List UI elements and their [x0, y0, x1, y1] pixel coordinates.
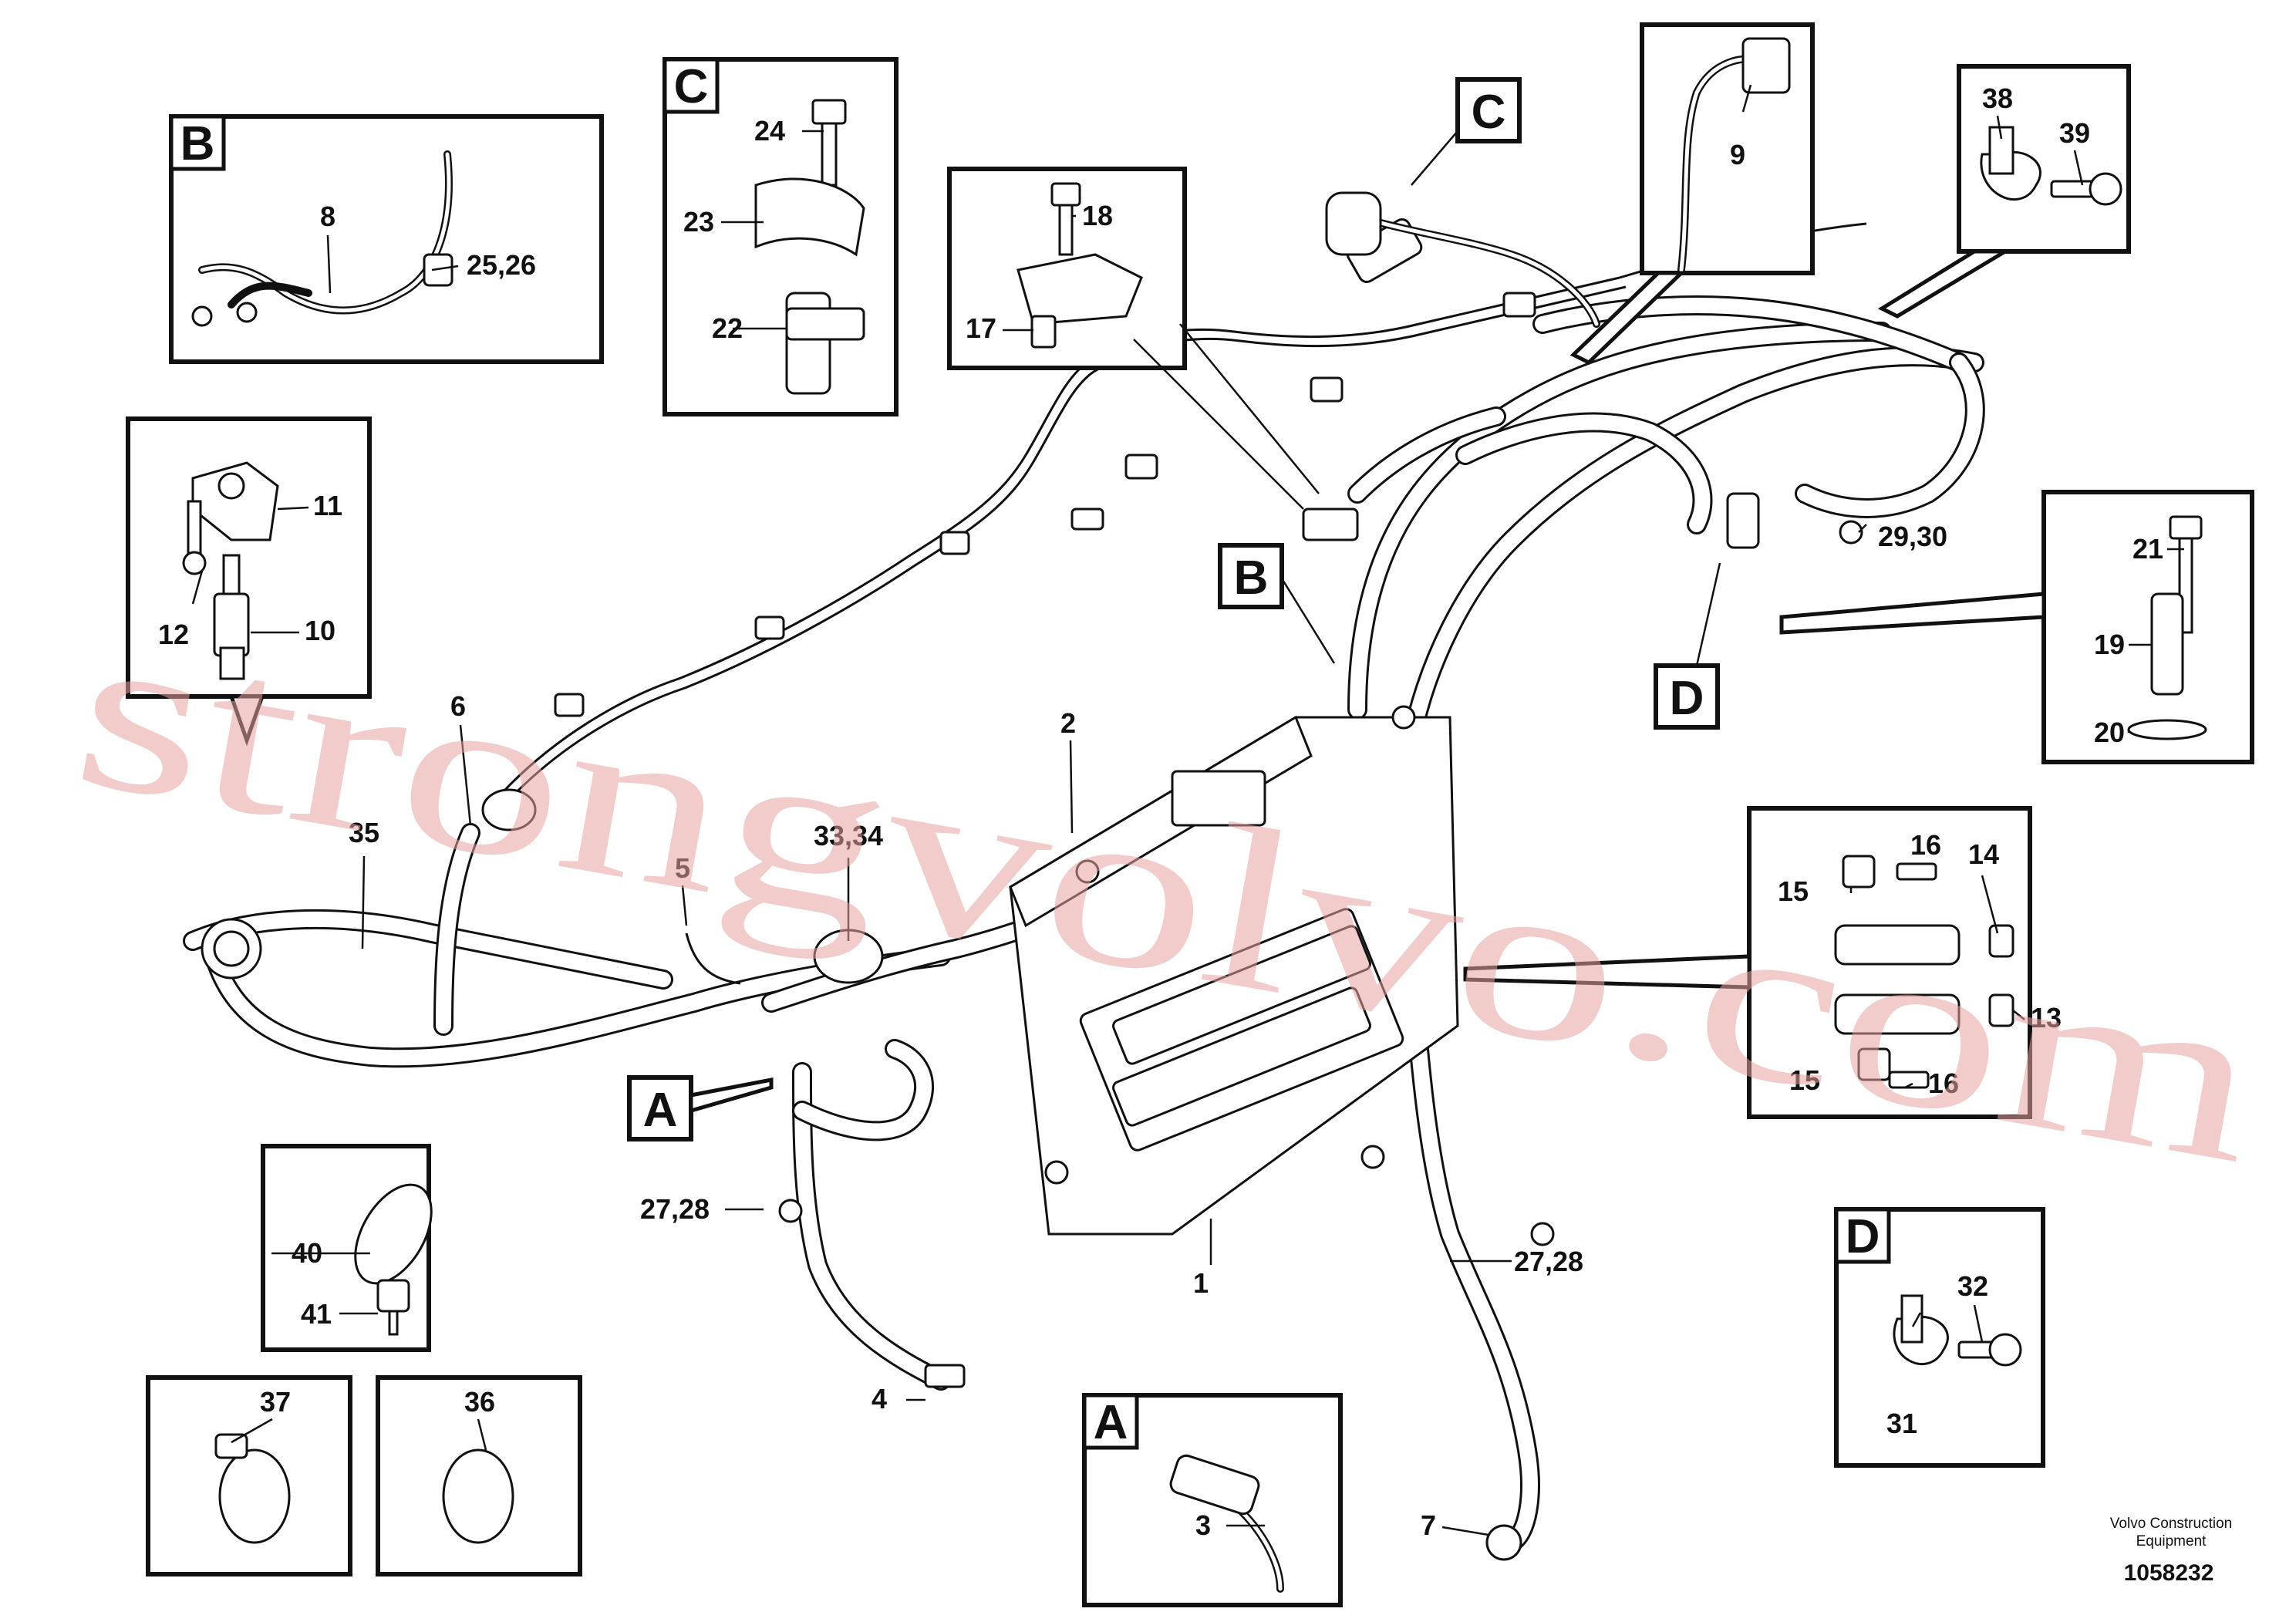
detail-b-letter: B	[180, 117, 215, 170]
callout-3: 3	[1195, 1509, 1211, 1541]
callout-20: 20	[2094, 717, 2125, 748]
callout-labels: 1 2 3 4 5 6 7 8 9 10 11 12 13 14 15 16 1…	[158, 83, 2163, 1541]
callout-35: 35	[349, 817, 379, 848]
callout-27-28a: 27,28	[640, 1193, 710, 1225]
callout-7: 7	[1421, 1509, 1436, 1541]
detail-c-letter: C	[674, 60, 709, 113]
detail-d-panel: D	[1834, 1207, 2045, 1468]
main-ref-b-letter: B	[1234, 551, 1269, 605]
callout-14: 14	[1968, 838, 1999, 870]
detail-c-ref-letter: C	[1472, 86, 1506, 139]
detail-38-39-panel	[1877, 64, 2131, 319]
callout-9: 9	[1730, 139, 1745, 170]
tie-detail-panels	[146, 1144, 582, 1576]
main-ref-a-letter: A	[643, 1084, 678, 1137]
callout-1: 1	[1193, 1267, 1209, 1299]
detail-b-panel: B	[169, 114, 604, 364]
callout-6: 6	[450, 690, 466, 722]
harness-connectors	[201, 218, 1863, 1561]
main-ref-d-letter: D	[1670, 672, 1704, 725]
engine-ecu	[1009, 705, 1459, 1236]
credit-line-1: Volvo Construction	[2110, 1516, 2232, 1532]
leader-lines	[191, 84, 2184, 1536]
callout-21: 21	[2132, 533, 2163, 565]
callout-2: 2	[1060, 707, 1076, 739]
callout-27-28b: 27,28	[1514, 1246, 1583, 1277]
detail-13-16-panel	[1463, 806, 2032, 1119]
main-ref-boxes: B D A	[627, 323, 1721, 1141]
detail-c-ref: C	[1325, 77, 1600, 328]
callout-36: 36	[464, 1386, 495, 1418]
callout-22: 22	[712, 312, 743, 344]
callout-12: 12	[158, 619, 189, 650]
callout-32: 32	[1957, 1270, 1988, 1302]
detail-19-20-21-panel	[1779, 490, 2254, 764]
detail-a-letter: A	[1094, 1396, 1128, 1449]
callout-19: 19	[2094, 629, 2125, 660]
callout-11: 11	[313, 490, 342, 521]
sensor-17-18-panel	[947, 167, 1187, 370]
callout-16a: 16	[1910, 829, 1941, 861]
callout-31: 31	[1886, 1408, 1917, 1439]
detail-a-panel: A	[1082, 1393, 1343, 1607]
detail-9-panel	[1569, 22, 1815, 366]
detail-d-letter: D	[1846, 1210, 1880, 1263]
callout-38: 38	[1982, 83, 2013, 114]
callout-16b: 16	[1928, 1067, 1959, 1099]
main-harness	[183, 222, 1985, 1553]
callout-33-34: 33,34	[814, 820, 883, 851]
callout-29-30: 29,30	[1878, 521, 1947, 552]
callout-18: 18	[1082, 200, 1113, 231]
callout-4: 4	[872, 1383, 887, 1415]
callout-37: 37	[260, 1386, 291, 1418]
footer-credit: Volvo Construction Equipment 1058232	[2110, 1516, 2232, 1586]
callout-39: 39	[2059, 117, 2090, 149]
callout-25-26: 25,26	[467, 249, 536, 281]
callout-23: 23	[683, 206, 714, 238]
callout-17: 17	[966, 312, 996, 344]
callout-13: 13	[2031, 1002, 2062, 1034]
callout-24: 24	[754, 115, 785, 147]
callout-10: 10	[305, 615, 335, 646]
callout-41: 41	[301, 1298, 332, 1330]
callout-5: 5	[675, 852, 690, 884]
detail-10-11-12-panel	[126, 416, 372, 747]
document-number: 1058232	[2124, 1560, 2214, 1586]
detail-c-panel: C	[663, 57, 899, 416]
callout-40: 40	[292, 1237, 322, 1269]
callout-8: 8	[320, 201, 335, 232]
callout-15b: 15	[1789, 1064, 1820, 1096]
callout-15a: 15	[1778, 875, 1809, 907]
credit-line-2: Equipment	[2136, 1533, 2207, 1549]
